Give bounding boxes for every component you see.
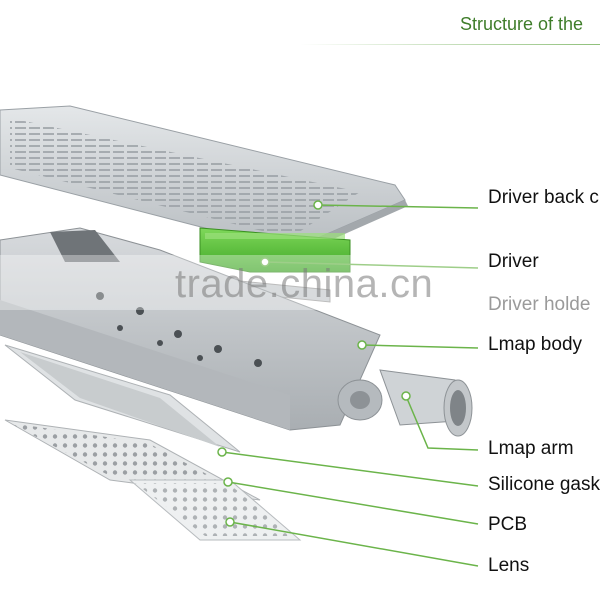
diagram-title: Structure of the (460, 14, 584, 34)
watermark-band (0, 255, 600, 310)
label-silicone-gasket: Silicone gask (488, 474, 600, 495)
leader-lamp-body (361, 344, 479, 349)
label-lamp-arm: Lmap arm (488, 438, 574, 459)
silicone-gasket-shape (4, 344, 241, 453)
lamp-arm-shape (337, 369, 473, 437)
label-lamp-body: Lmap body (488, 334, 583, 355)
leader-driver (264, 261, 479, 269)
leader-silicone-gasket (221, 451, 479, 487)
leader-pcb (227, 481, 479, 525)
leader-driver-back-cover (317, 204, 479, 209)
lens-shape (128, 479, 302, 541)
label-driver-holder: Driver holde (488, 294, 591, 315)
label-driver: Driver (488, 251, 539, 272)
label-pcb: PCB (488, 514, 528, 535)
leader-lens (229, 521, 479, 567)
label-lens: Lens (488, 555, 530, 576)
lamp-body-shape (0, 227, 381, 431)
driver-shape (199, 227, 351, 273)
title-underline (300, 44, 600, 45)
watermark-text: trade.china.cn (175, 262, 434, 306)
leader-lines (217, 200, 479, 567)
label-driver-back-cover: Driver back c (488, 187, 599, 208)
leader-lamp-arm (405, 395, 479, 451)
